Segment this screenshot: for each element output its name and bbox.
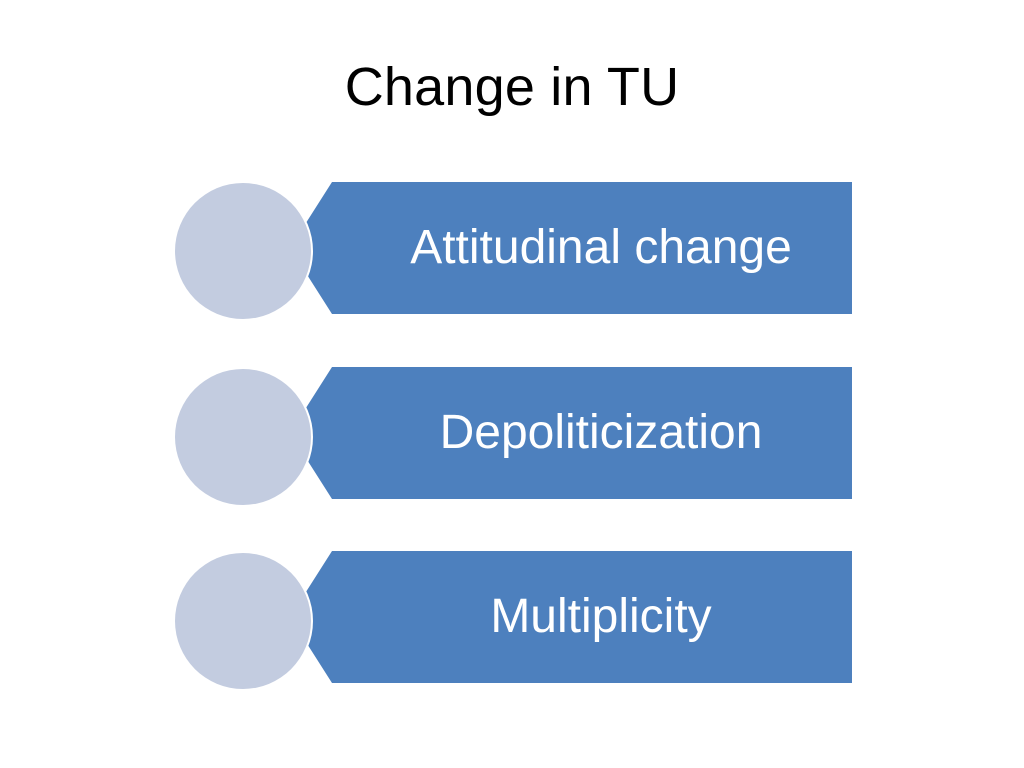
chevron-shape[interactable]: Attitudinal change — [290, 182, 852, 314]
chevron-shape[interactable]: Multiplicity — [290, 551, 852, 683]
bullet-circle-icon — [175, 553, 311, 689]
page-title: Change in TU — [344, 57, 680, 117]
bullet-circle-icon — [175, 183, 311, 319]
list-item-label: Depoliticization — [439, 406, 763, 459]
chevron-shape[interactable]: Depoliticization — [290, 367, 852, 499]
list-item-label: Attitudinal change — [410, 221, 792, 274]
bullet-circle-icon — [175, 369, 311, 505]
list-item-label: Multiplicity — [490, 590, 712, 643]
